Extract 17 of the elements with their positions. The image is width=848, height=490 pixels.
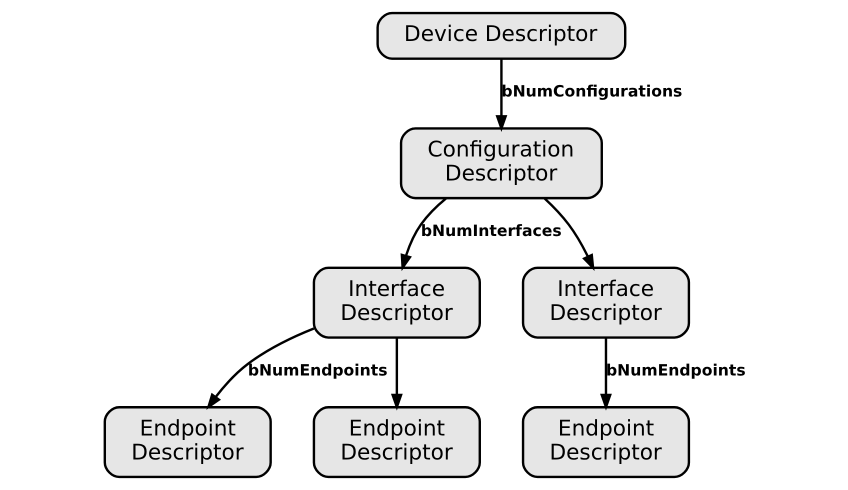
node-box: Endpoint Descriptor — [521, 406, 690, 478]
node-box: Endpoint Descriptor — [103, 406, 272, 478]
edge-label: bNumInterfaces — [420, 222, 562, 240]
edge-label: bNumConfigurations — [500, 82, 682, 100]
node-box: Configuration Descriptor — [399, 127, 602, 200]
arrow — [543, 198, 594, 271]
edge-label: bNumEndpoints — [605, 361, 746, 380]
node-box: Interface Descriptor — [312, 266, 480, 339]
node-box: Interface Descriptor — [521, 266, 690, 339]
arrow — [390, 338, 402, 411]
node-box: Endpoint Descriptor — [312, 406, 480, 478]
arrow — [600, 338, 612, 411]
arrow — [400, 198, 446, 272]
edge-label: bNumEndpoints — [247, 361, 388, 380]
arrow — [206, 327, 314, 410]
node-box: Device Descriptor — [376, 12, 626, 60]
arrow — [495, 58, 507, 132]
